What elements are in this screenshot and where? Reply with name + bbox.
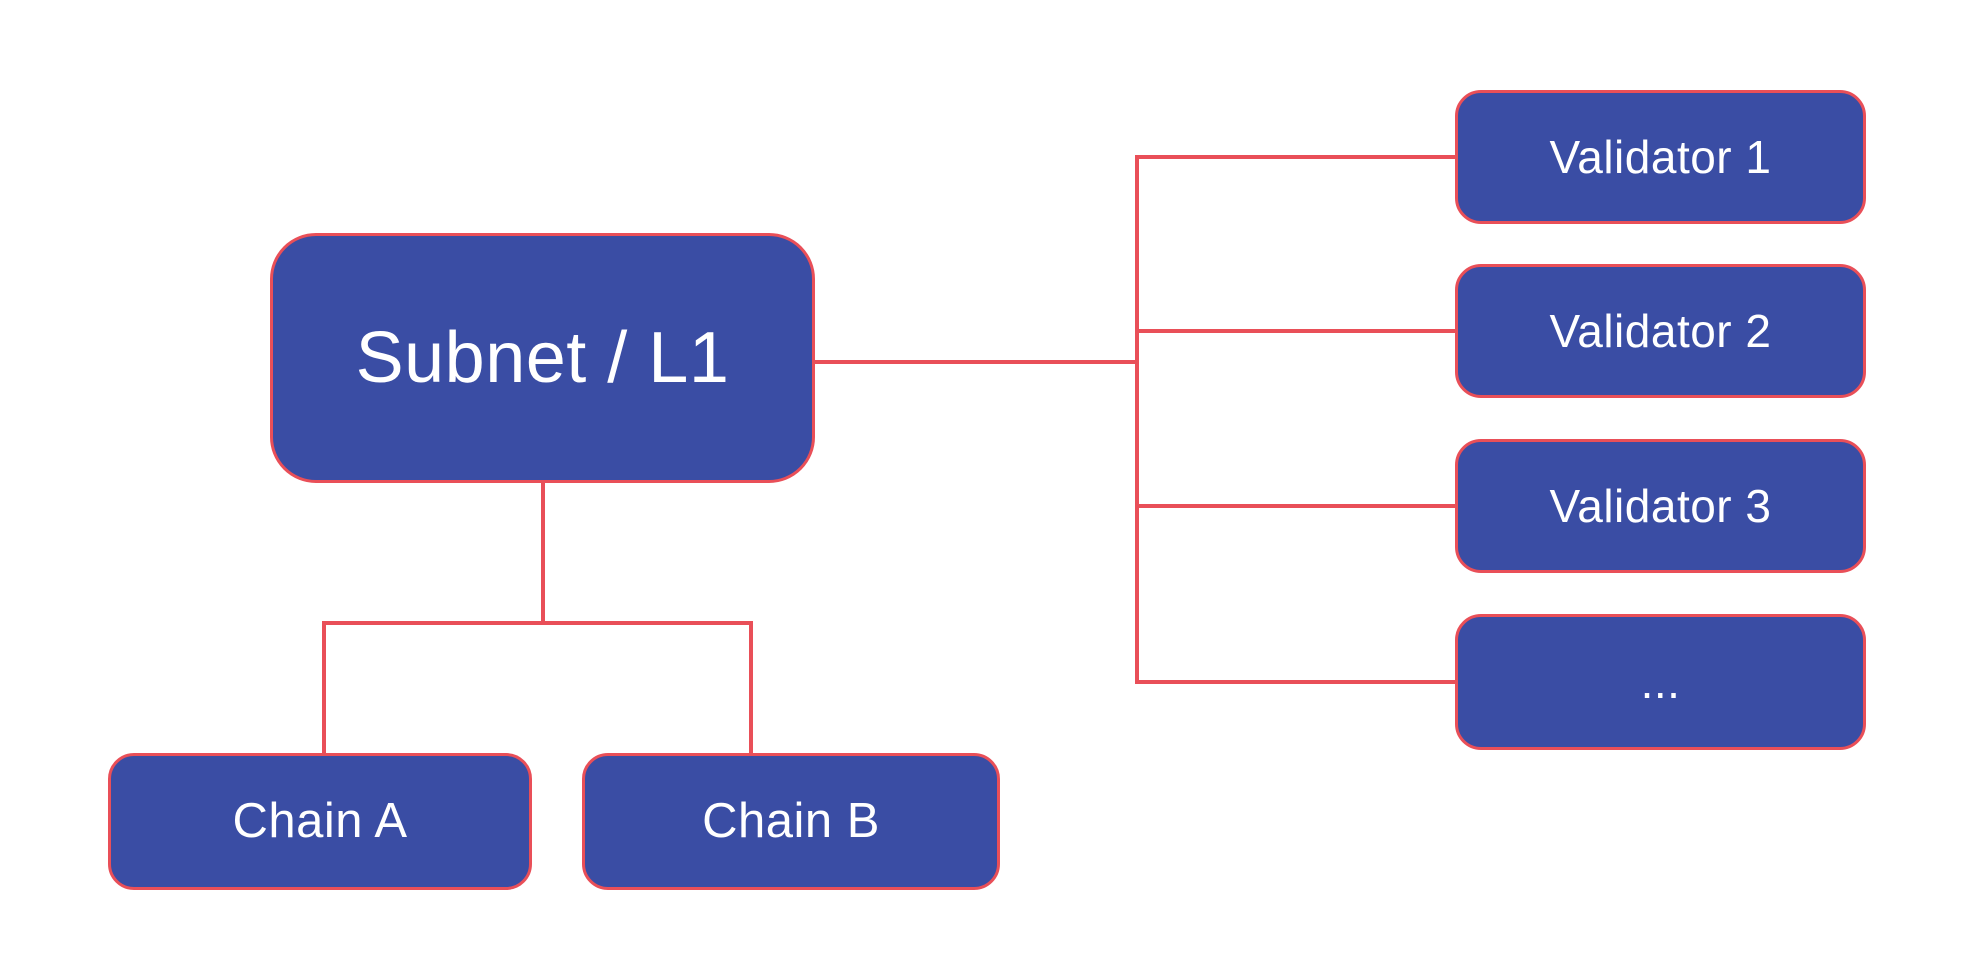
chain-b-node: Chain B [582,753,1000,890]
validator-2-node-label: Validator 2 [1549,305,1772,357]
subnet-node-label: Subnet / L1 [355,318,730,398]
chain-a-node: Chain A [108,753,532,890]
validator-3-node-label: Validator 3 [1549,480,1772,532]
chain-b-node-label: Chain B [702,794,880,848]
subnet-node: Subnet / L1 [270,233,815,483]
validator-1-node-label: Validator 1 [1549,131,1772,183]
validator-more-node-label: ... [1640,656,1681,708]
validator-3-node: Validator 3 [1455,439,1866,573]
validator-1-node: Validator 1 [1455,90,1866,224]
chain-a-node-label: Chain A [232,794,408,848]
validator-2-node: Validator 2 [1455,264,1866,398]
validator-more-node: ... [1455,614,1866,750]
